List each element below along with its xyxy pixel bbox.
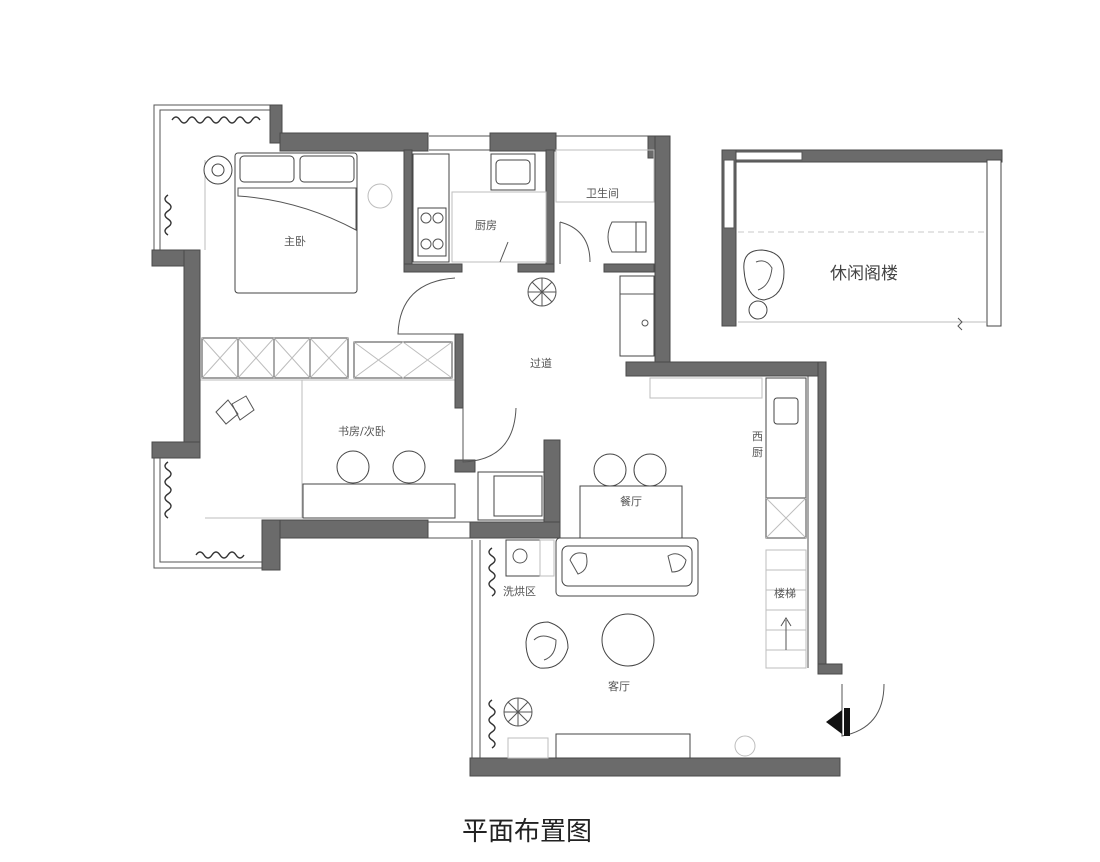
room-label-corridor: 过道 (530, 356, 552, 370)
staircase (765, 549, 807, 669)
living-furniture (507, 613, 756, 759)
plant-icon-living (503, 697, 533, 727)
room-label-western-kitchen-2: 厨 (752, 446, 763, 459)
sofa (555, 537, 699, 597)
room-label-dining: 餐厅 (620, 494, 642, 508)
radiator-top (164, 116, 261, 236)
loft-plan: 休闲阁楼 (721, 149, 1003, 331)
door-swings (397, 277, 885, 737)
plan-title: 平面布置图 (462, 817, 592, 847)
master-bed (203, 152, 393, 294)
walls (151, 104, 843, 777)
room-label-western-kitchen-1: 西 (752, 430, 763, 443)
plant-icon-corridor (527, 277, 557, 307)
room-label-laundry: 洗烘区 (503, 584, 536, 598)
storage-cabinet (477, 471, 545, 521)
entrance-arrow-icon (826, 708, 850, 736)
study-furniture (215, 395, 456, 519)
laundry-machine (505, 539, 555, 577)
room-label-kitchen: 厨房 (475, 219, 497, 232)
room-label-stairs: 楼梯 (774, 586, 796, 600)
kitchen-counter (412, 153, 547, 263)
room-label-living: 客厅 (608, 679, 630, 693)
western-kitchen (649, 377, 807, 539)
radiator-bottom (164, 461, 496, 749)
room-label-bathroom: 卫生间 (586, 186, 619, 200)
room-label-master-bedroom: 主卧 (284, 235, 306, 248)
wardrobe-upper (201, 337, 453, 379)
room-label-loft: 休闲阁楼 (830, 264, 898, 284)
bathroom-fixtures (555, 149, 655, 357)
loft-armchair (743, 249, 785, 320)
room-label-study: 书房/次卧 (338, 424, 386, 438)
